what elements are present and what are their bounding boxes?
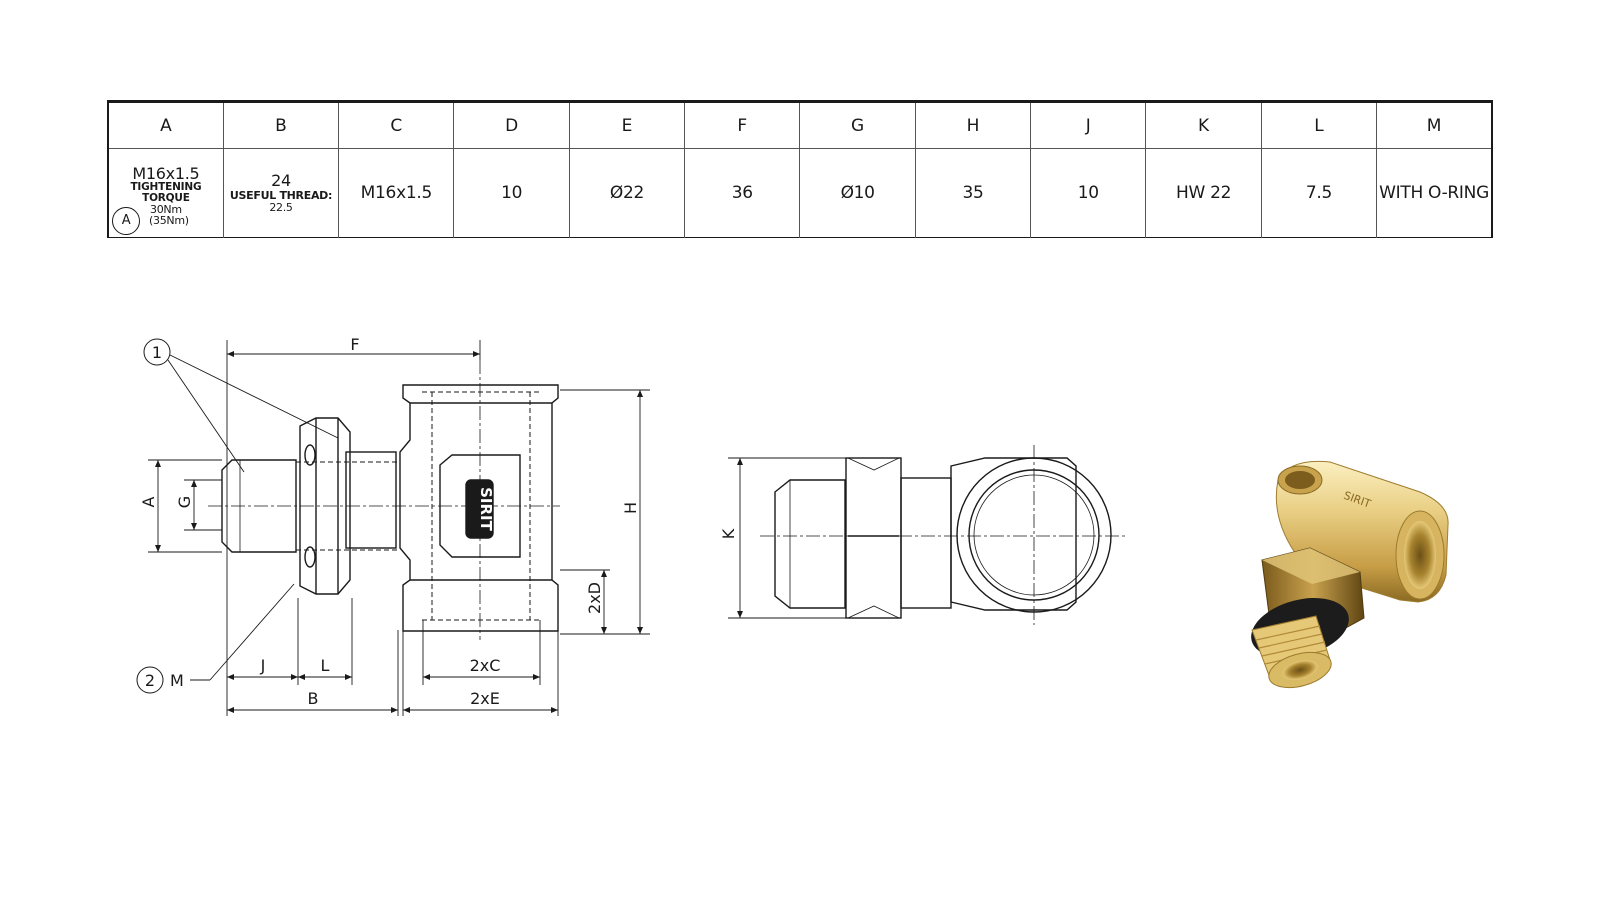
- dim-k-label: K: [719, 528, 738, 539]
- col-header-m: M: [1376, 101, 1494, 149]
- col-header-c: C: [338, 101, 455, 149]
- cell-d: 10: [453, 148, 570, 238]
- col-header-l: L: [1260, 101, 1378, 149]
- cell-g: Ø10: [799, 148, 916, 238]
- dim-a-label: A: [139, 496, 158, 507]
- front-labels: 1 2 M F A G H 2xD J L B 2xC 2xE SIRIT: [136, 335, 640, 708]
- cell-j: 10: [1030, 148, 1147, 238]
- side-inner-ring: [968, 469, 1100, 601]
- dim-b-label: B: [308, 689, 319, 708]
- hex-nut: [299, 417, 351, 595]
- col-header-a: A: [106, 101, 224, 149]
- side-thread: [774, 479, 846, 609]
- cell-m: WITH O-RING: [1376, 148, 1494, 238]
- callout-1-circle: [143, 338, 171, 366]
- cell-e: Ø22: [568, 148, 686, 238]
- dim-c-label: 2xC: [470, 656, 501, 675]
- cell-a: M16x1.5 TIGHTENING TORQUE 30Nm (35Nm) A: [106, 148, 224, 238]
- torque-alt-value: (35Nm): [149, 214, 189, 227]
- spec-header-row: A B C D E F G H J K L M: [106, 101, 1494, 149]
- cell-b-value: 24: [271, 171, 291, 190]
- side-body: [950, 457, 1077, 611]
- side-hex-nut: [845, 457, 902, 619]
- callout-2-m-label: M: [170, 671, 184, 690]
- dim-d-label: 2xD: [585, 582, 604, 614]
- callout-2-label: 2: [145, 671, 155, 690]
- callout-1-label: 1: [152, 343, 162, 362]
- dim-f-label: F: [350, 335, 359, 354]
- dim-h-label: H: [621, 502, 640, 514]
- torque-value: 30Nm: [150, 203, 182, 216]
- useful-thread-label: USEFUL THREAD:: [229, 189, 333, 202]
- dim-e-label: 2xE: [470, 689, 500, 708]
- col-header-b: B: [222, 101, 340, 149]
- cell-l: 7.5: [1260, 148, 1378, 238]
- thread-size: M16x1.5: [132, 164, 200, 183]
- col-header-j: J: [1030, 101, 1147, 149]
- col-header-e: E: [568, 101, 686, 149]
- dim-g-label: G: [175, 496, 194, 508]
- spec-table: A B C D E F G H J K L M M16x1.5 TIGHTENI…: [106, 100, 1494, 238]
- col-header-h: H: [914, 101, 1032, 149]
- col-header-f: F: [684, 101, 801, 149]
- tee-body: [399, 384, 559, 632]
- fitting-shank: [345, 451, 397, 549]
- male-thread: [221, 459, 297, 553]
- circle-a-badge: A: [112, 207, 140, 235]
- callout-2-circle: [136, 666, 164, 694]
- cell-c: M16x1.5: [338, 148, 455, 238]
- torque-label: TIGHTENING TORQUE: [130, 181, 202, 204]
- product-photo: SIRIT: [1251, 460, 1449, 689]
- spec-value-row: M16x1.5 TIGHTENING TORQUE 30Nm (35Nm) A …: [106, 148, 1494, 238]
- cell-b: 24 USEFUL THREAD: 22.5: [222, 148, 340, 238]
- dim-j-label: J: [260, 656, 266, 675]
- dim-l-label: L: [321, 656, 330, 675]
- useful-thread-value: 22.5: [269, 201, 293, 214]
- cell-h: 35: [914, 148, 1032, 238]
- cell-k: HW 22: [1145, 148, 1262, 238]
- col-header-k: K: [1145, 101, 1262, 149]
- brand-label: SIRIT: [477, 487, 495, 532]
- col-header-g: G: [799, 101, 916, 149]
- front-dimensions: [148, 340, 650, 716]
- side-view: [760, 445, 1128, 625]
- front-view: [208, 360, 560, 640]
- cell-f: 36: [684, 148, 801, 238]
- side-dimensions: [728, 457, 846, 619]
